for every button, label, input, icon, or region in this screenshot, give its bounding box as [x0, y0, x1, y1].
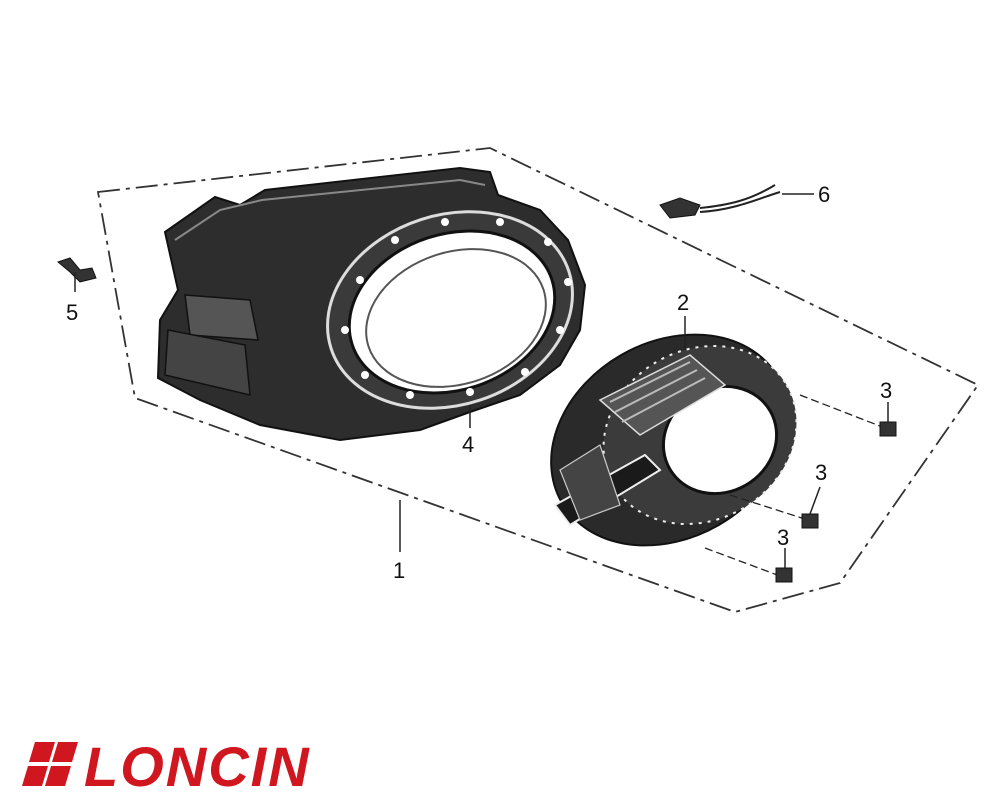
callout-5: 5 — [66, 300, 78, 325]
fan-shroud-icon — [156, 166, 587, 442]
callout-2: 2 — [677, 290, 689, 315]
callout-1: 1 — [393, 558, 405, 583]
callout-3: 3 — [815, 460, 827, 485]
recoil-starter-icon — [550, 333, 798, 547]
callout-4: 4 — [462, 432, 474, 457]
bolt-icon — [704, 547, 793, 583]
clip-icon — [56, 257, 97, 283]
leader-line — [809, 486, 821, 515]
callout-6: 6 — [818, 182, 830, 207]
wire-harness-icon — [659, 184, 781, 219]
callout-3: 3 — [880, 378, 892, 403]
assembly-boundary — [96, 147, 980, 613]
bolt-icon — [729, 494, 819, 529]
callout-3: 3 — [777, 525, 789, 550]
brand-name: LONCIN — [84, 735, 311, 798]
loncin-logo-icon: LONCIN — [22, 735, 311, 798]
